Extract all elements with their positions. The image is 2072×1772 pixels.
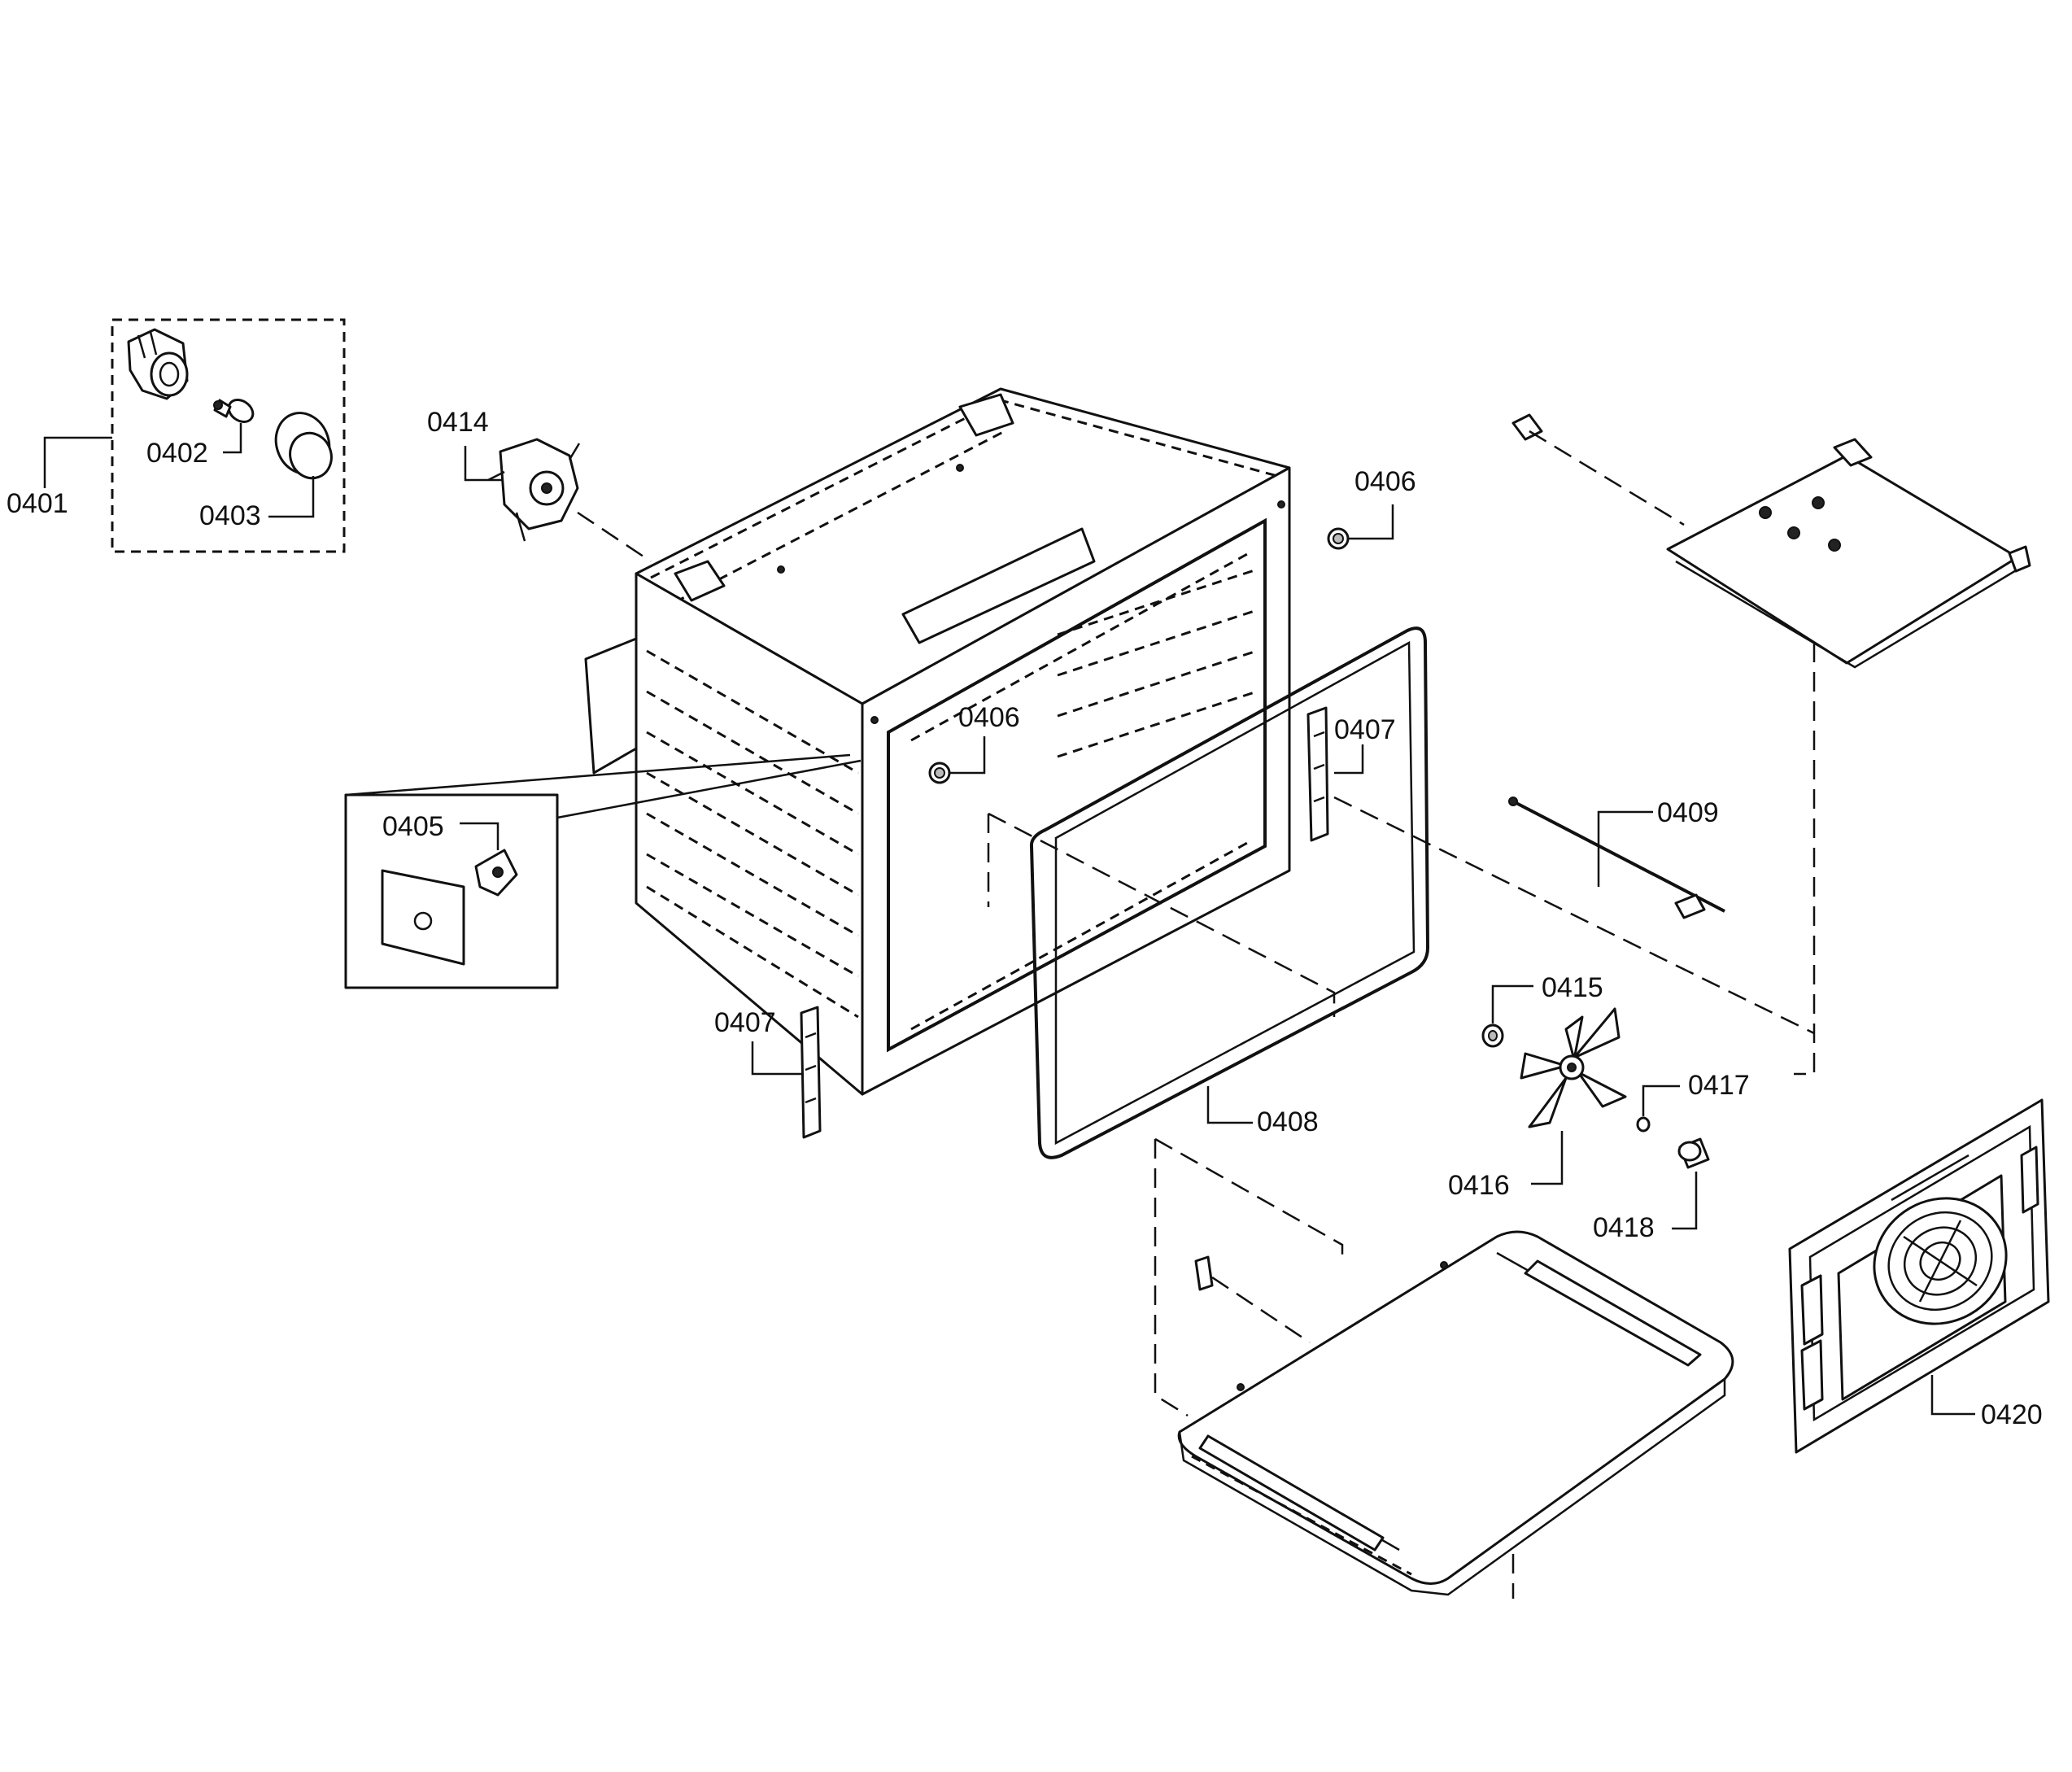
- label-0420: 0420: [1981, 1399, 2043, 1430]
- label-0407-left: 0407: [714, 1007, 776, 1038]
- label-0417: 0417: [1688, 1070, 1750, 1101]
- lamp-socket-part: [127, 328, 189, 400]
- leader-0408: [1206, 1086, 1253, 1124]
- clip-0405-part: [474, 849, 518, 897]
- rear-fan-cover-0420-part: [1788, 1098, 2050, 1454]
- cavity-bottom-panel: [1177, 1230, 1734, 1596]
- label-0402: 0402: [146, 438, 208, 469]
- leader-0407-left: [751, 1041, 801, 1076]
- inset-detail-group: [344, 753, 862, 989]
- bracket-plate-part: [381, 869, 465, 966]
- leader-0418: [1672, 1172, 1698, 1230]
- top-heating-element-assembly: [1511, 413, 2031, 669]
- label-0405: 0405: [382, 811, 444, 842]
- leader-0417: [1642, 1085, 1680, 1116]
- rack-support-0407-left: [800, 1006, 822, 1139]
- nut-0417-part: [1636, 1116, 1651, 1133]
- screw-0406-front: [928, 762, 951, 784]
- convection-motor-0414-part: [487, 438, 581, 542]
- lamp-lens-cover-part: [274, 412, 333, 480]
- label-0416: 0416: [1448, 1170, 1510, 1201]
- assembly-line-0409: [1333, 796, 1815, 1035]
- fan-blade-0416-part: [1520, 1007, 1627, 1128]
- washer-0415-part: [1481, 1023, 1504, 1048]
- rack-support-0407-right: [1306, 706, 1329, 842]
- label-0418: 0418: [1593, 1212, 1655, 1243]
- leader-0405: [460, 822, 499, 850]
- oven-cavity-body: [584, 387, 1291, 1096]
- label-0409: 0409: [1657, 797, 1719, 828]
- leader-0402: [223, 423, 242, 454]
- leader-0406-top: [1349, 504, 1394, 540]
- inset-pointer-lines: [345, 753, 862, 819]
- left-side-rack-rails: [646, 649, 859, 1019]
- leader-0415: [1491, 984, 1533, 1023]
- screw-0406-top: [1327, 527, 1350, 550]
- cap-nut-0418-part: [1677, 1137, 1710, 1169]
- lamp-kit-group: [43, 318, 346, 553]
- door-gasket-0408-part: [1029, 626, 1430, 1159]
- assembly-line-bottom: [1154, 1137, 1515, 1599]
- leader-0420: [1930, 1375, 1975, 1416]
- leader-0406-front: [950, 736, 986, 775]
- label-0408: 0408: [1257, 1106, 1319, 1137]
- leader-0416: [1531, 1131, 1564, 1185]
- assembly-line-0408: [987, 812, 1336, 1017]
- cavity-front-frame: [861, 466, 1291, 1096]
- leader-0409: [1597, 810, 1653, 887]
- label-0414: 0414: [427, 407, 489, 438]
- label-0407-right: 0407: [1334, 714, 1396, 745]
- leader-0401: [43, 436, 112, 488]
- label-0415: 0415: [1542, 972, 1603, 1003]
- leader-0403: [268, 476, 315, 518]
- lamp-kit-dashed-box: [111, 318, 346, 553]
- lamp-bulb-part: [213, 399, 255, 423]
- leader-0414: [464, 446, 503, 482]
- temperature-sensor-0409-part: [1508, 797, 1725, 919]
- label-0403: 0403: [199, 500, 261, 531]
- label-0406-top: 0406: [1354, 466, 1416, 497]
- assembly-line-top-element: [1529, 430, 1816, 1076]
- cavity-front-opening: [887, 517, 1267, 1053]
- leader-0407-right: [1334, 744, 1364, 775]
- label-0401: 0401: [7, 488, 68, 519]
- assembly-line-0414: [577, 511, 652, 563]
- label-0406-front: 0406: [958, 702, 1020, 733]
